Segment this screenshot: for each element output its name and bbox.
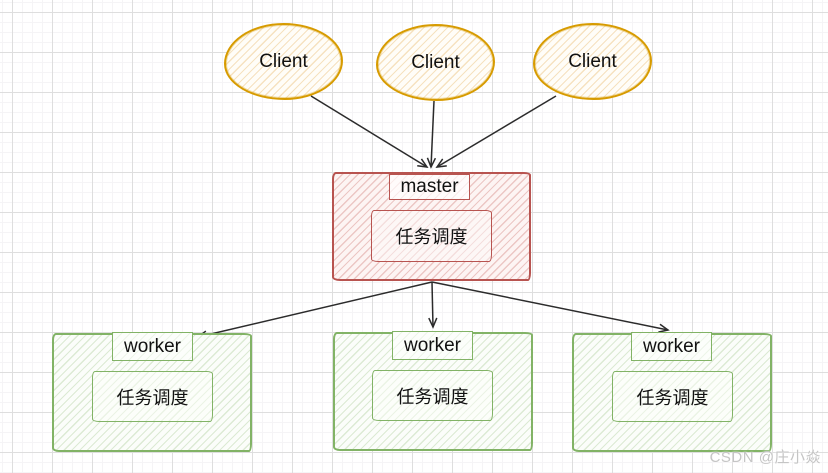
worker-scheduler-label: 任务调度: [636, 387, 709, 408]
arrow-client3-to-master: [435, 95, 557, 168]
worker-title-box-2: worker: [392, 331, 473, 360]
worker-scheduler-box-2: 任务调度: [372, 370, 493, 421]
watermark: CSDN @庄小焱: [709, 449, 821, 466]
worker-scheduler-label: 任务调度: [396, 386, 469, 407]
arrow-master-to-worker3: [431, 281, 670, 333]
client-label: Client: [568, 50, 617, 72]
worker-scheduler-box-3: 任务调度: [612, 371, 733, 422]
arrow-client1-to-master: [310, 95, 429, 168]
client-node-2: Client: [376, 24, 495, 101]
master-title-box: master: [389, 174, 470, 200]
client-label: Client: [411, 51, 460, 73]
worker-title-box-1: worker: [112, 332, 193, 361]
master-scheduler-box: 任务调度: [371, 210, 492, 262]
worker-scheduler-label: 任务调度: [116, 387, 189, 408]
arrow-master-to-worker2: [428, 281, 438, 329]
worker-title: worker: [123, 335, 181, 357]
arrow-master-to-worker1: [196, 281, 433, 340]
client-label: Client: [259, 50, 308, 72]
arrow-client2-to-master: [426, 100, 437, 169]
master-title: master: [400, 176, 459, 197]
client-node-3: Client: [533, 23, 652, 100]
client-node-1: Client: [224, 23, 343, 100]
worker-title: worker: [403, 334, 461, 356]
worker-title-box-3: worker: [631, 332, 712, 361]
master-scheduler-label: 任务调度: [395, 227, 468, 247]
worker-scheduler-box-1: 任务调度: [92, 371, 213, 422]
worker-title: worker: [642, 335, 700, 357]
